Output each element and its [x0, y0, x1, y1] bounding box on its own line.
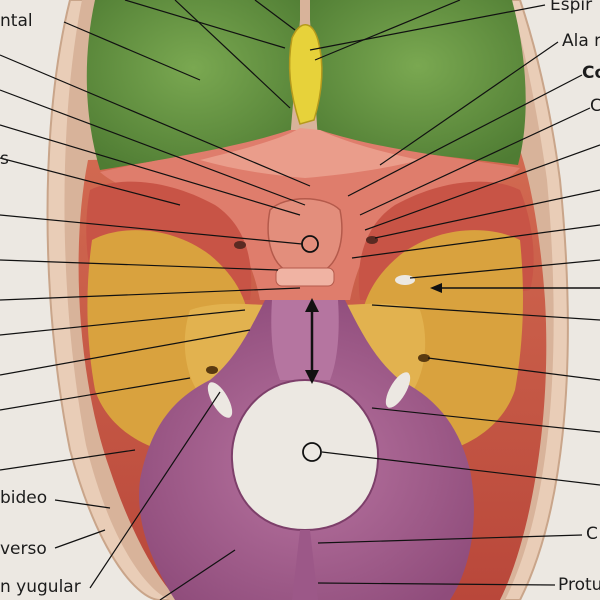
internal-acoustic-meatus-right	[418, 354, 430, 362]
foramen-left	[234, 241, 246, 249]
label-s-left: s	[0, 149, 9, 169]
arrow-head-up	[305, 298, 319, 312]
internal-acoustic-meatus-left	[206, 366, 218, 374]
label-transverso: verso	[0, 539, 47, 559]
label-c-bottom: C	[586, 524, 598, 544]
label-co: Co	[582, 63, 600, 83]
foramen-magnum	[230, 378, 380, 532]
jugular-foramen-right	[385, 372, 411, 408]
label-esfenoideo: bideo	[0, 488, 48, 508]
pointer-arrow-head	[430, 283, 442, 293]
foramen-ovale-right	[395, 275, 415, 285]
dorsum-sellae	[275, 267, 335, 287]
clivus	[271, 300, 339, 380]
petrous-left	[184, 303, 270, 395]
lesser-wings	[200, 128, 420, 178]
occipital-crest	[292, 530, 318, 600]
sella-turcica	[267, 198, 343, 271]
frontal-bone-region	[86, 0, 301, 170]
petrous-right	[340, 303, 426, 395]
label-protuberancia: Protu	[558, 575, 600, 595]
label-ala: Ala m	[562, 31, 600, 51]
label-frontal: ntal	[0, 11, 33, 31]
arrow-head-down	[305, 370, 319, 384]
frontal-bone-region-right	[310, 0, 526, 165]
label-yugular: n yugular	[0, 577, 81, 597]
marker-circle-foramen	[302, 442, 322, 462]
label-c-right: C	[590, 96, 600, 116]
jugular-foramen-left	[207, 382, 233, 418]
label-espina: Espir	[550, 0, 593, 15]
